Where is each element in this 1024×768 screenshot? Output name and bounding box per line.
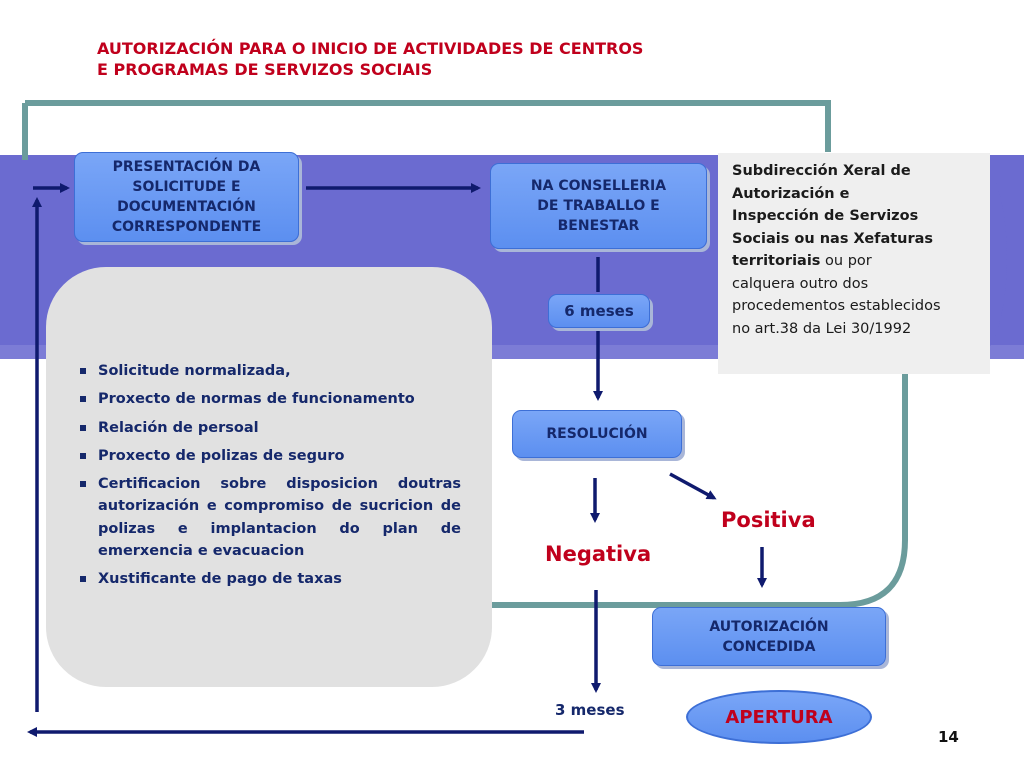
info-line: procedementos establecidos [732,298,941,314]
document-item: Relación de persoal [76,417,461,439]
info-line: Subdirección Xeral de [732,163,911,179]
title-line-1: AUTORIZACIÓN PARA O INICIO DE ACTIVIDADE… [97,39,644,58]
node-conselleria-line: DE TRABALLO E [537,198,660,214]
info-line: calquera outro dos [732,275,869,292]
title-line-2: E PROGRAMAS DE SERVIZOS SOCIAIS [97,60,433,79]
node-presentacion-line: SOLICITUDE E [132,179,241,195]
node-autorizacion-line: CONCEDIDA [722,638,816,655]
info-line: Sociais ou nas Xefaturas [732,230,934,247]
slide-title: AUTORIZACIÓN PARA O INICIO DE ACTIVIDADE… [97,38,797,80]
node-conselleria: NA CONSELLERIA DE TRABALLO E BENESTAR [490,163,707,249]
node-conselleria-line: BENESTAR [557,218,640,234]
node-presentacion: PRESENTACIÓN DA SOLICITUDE E DOCUMENTACI… [74,152,299,242]
document-item: Solicitude normalizada, [76,360,461,382]
label-positiva: Positiva [721,508,816,532]
node-autorizacion-line: AUTORIZACIÓN [709,618,829,635]
info-line: Autorización e [732,185,850,202]
node-presentacion-line: PRESENTACIÓN DA [112,159,261,175]
node-conselleria-line: NA CONSELLERIA [530,178,667,194]
info-line: Inspección de Servizos [732,208,919,224]
arrow-to-positiva [669,472,717,500]
document-item: Xustificante de pago de taxas [76,568,461,590]
node-presentacion-line: DOCUMENTACIÓN [117,199,256,215]
label-negativa: Negativa [545,542,652,566]
info-line: no art.38 da Lei 30/1992 [732,320,912,337]
node-seis-meses: 6 meses [548,294,650,328]
node-autorizacion-concedida: AUTORIZACIÓN CONCEDIDA [652,607,886,666]
document-item: Certificacion sobre disposicion doutras … [76,473,461,562]
documents-list: Solicitude normalizada, Proxecto de norm… [76,360,461,597]
node-apertura: APERTURA [686,690,872,744]
frame-right-bottom [490,374,908,608]
node-presentacion-line: CORRESPONDENTE [111,219,262,235]
documents-panel [46,267,492,687]
label-tres-meses: 3 meses [555,701,625,719]
info-line: territoriais [732,253,821,269]
document-item: Proxecto de normas de funcionamento [76,388,461,410]
info-line-tail: ou por [820,253,872,269]
frame-top [25,100,831,152]
info-subdireccion: Subdirección Xeral de Autorización e Ins… [718,153,990,374]
document-item: Proxecto de polizas de seguro [76,445,461,467]
node-resolucion: RESOLUCIÓN [512,410,682,458]
page-number: 14 [938,728,959,746]
